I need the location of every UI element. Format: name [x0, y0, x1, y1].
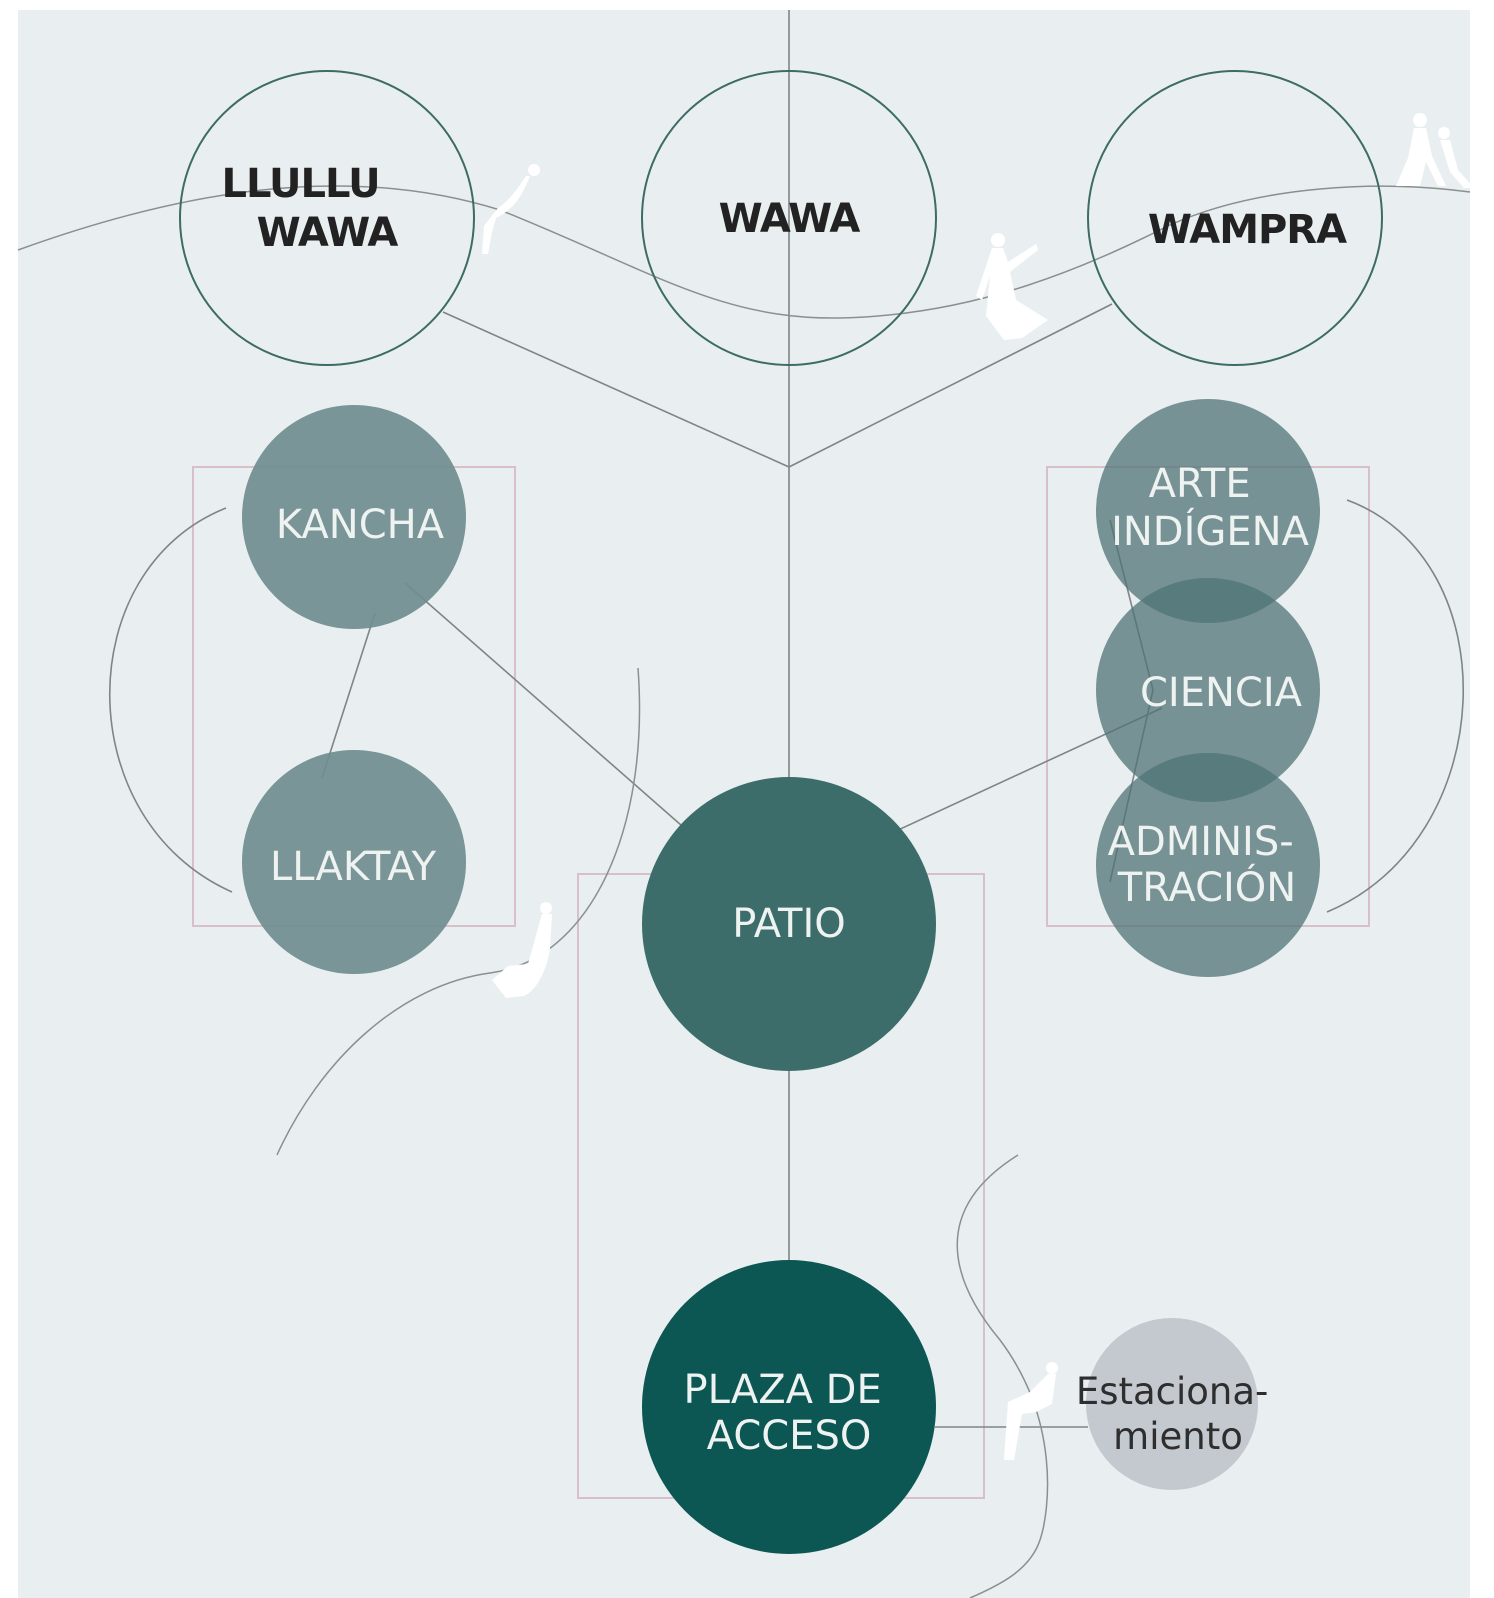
label-wampra: WAMPRA: [1148, 207, 1347, 253]
curve-middle-left: [276, 667, 641, 1156]
link-kancha-llaktay: [321, 612, 376, 779]
seated-figure-icon: [1004, 1362, 1058, 1460]
label-wawa: WAWA: [719, 196, 861, 242]
circle-kancha: [242, 405, 466, 629]
circle-wawa: [641, 70, 937, 366]
link-kancha-patio: [404, 582, 707, 848]
label-llullu-wawa-line1: LLULLU: [222, 161, 380, 207]
seated-figure-icon: [482, 164, 540, 254]
label-plaza-line1: PLAZA DE: [684, 1367, 882, 1413]
label-llullu-wawa: LLULLU WAWA: [222, 161, 399, 256]
top-program-circles: [179, 70, 1383, 366]
label-llullu-wawa-line2: WAWA: [257, 210, 399, 256]
landscape-curves: [17, 185, 1471, 1598]
circle-ciencia: [1096, 578, 1320, 802]
labels: LLULLU WAWA WAWA WAMPRA KANCHA LLAKTAY A…: [222, 161, 1349, 1459]
figures: [482, 113, 1474, 1460]
label-arte-indigena-line2: INDÍGENA: [1111, 507, 1310, 555]
circle-arte-indigena: [1096, 399, 1320, 623]
label-estacionamiento-line1: Estaciona-: [1076, 1370, 1269, 1413]
dancing-figure-icon: [976, 233, 1048, 340]
child-figure-icon: [492, 902, 552, 998]
label-administracion: ADMINIS- TRACIÓN: [1108, 819, 1307, 911]
curve-top-wave: [17, 185, 1471, 319]
arc-right-group: [1326, 499, 1464, 913]
label-arte-indigena-line1: ARTE: [1149, 461, 1251, 507]
circle-plaza-de-acceso: [642, 1260, 936, 1554]
label-plaza-de-acceso: PLAZA DE ACCESO: [684, 1367, 895, 1459]
circle-administracion: [1096, 753, 1320, 977]
label-arte-indigena: ARTE INDÍGENA: [1111, 461, 1310, 555]
standing-figure-icon: [1396, 113, 1474, 188]
label-administracion-line1: ADMINIS-: [1108, 819, 1294, 865]
circle-llullu-wawa: [179, 70, 475, 366]
circle-wampra: [1087, 70, 1383, 366]
label-plaza-line2: ACCESO: [707, 1413, 872, 1459]
label-estacionamiento: Estaciona- miento: [1076, 1370, 1280, 1458]
link-wampra-to-junction: [788, 303, 1113, 468]
circle-llaktay: [242, 750, 466, 974]
label-patio: PATIO: [732, 901, 846, 947]
circle-patio: [642, 777, 936, 1071]
circle-estacionamiento: [1086, 1318, 1258, 1490]
arc-left-group: [109, 507, 233, 893]
label-ciencia: CIENCIA: [1140, 670, 1303, 716]
label-estacionamiento-line2: miento: [1113, 1415, 1243, 1458]
label-administracion-line2: TRACIÓN: [1117, 863, 1296, 911]
label-kancha: KANCHA: [276, 502, 445, 548]
curve-bottom-right: [956, 1154, 1049, 1598]
program-circles: [242, 399, 1320, 1554]
link-llullu-to-junction: [442, 311, 790, 468]
label-llaktay: LLAKTAY: [270, 844, 437, 890]
